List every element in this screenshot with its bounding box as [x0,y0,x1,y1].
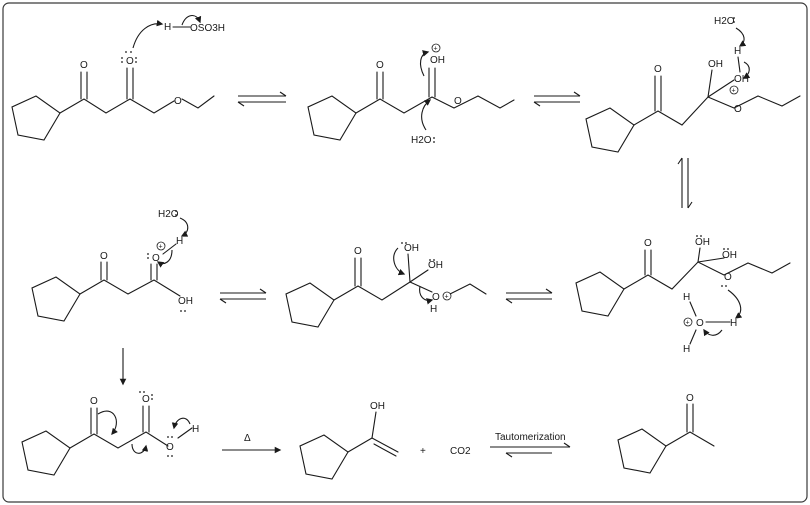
arrow-h-o-bond-breaks [181,15,202,26]
acid-oso3h: OSO3H [190,23,225,34]
arrow-oh-lone-pair-reforms-carbonyl [393,247,406,276]
hydronium-oxygen: O [696,318,704,329]
structure-4-proton-transfer [575,247,791,345]
acid-hydrogen: H [192,424,199,435]
arrow-pi-bond-to-oxygen [419,50,430,77]
structure-5-loss-of-ethanol [285,253,487,328]
ketone-oxygen: O [376,60,384,71]
hydronium-transfer-hydrogen: H [730,318,737,329]
arrow-c-c-bond-breaks [131,443,149,454]
ketone-oxygen: O [100,251,108,262]
ester-carbonyl-oxygen: O [126,56,134,67]
oxonium-oh: OH [734,74,749,85]
transferable-hydrogen: H [734,46,741,57]
arrow-water-attacks-carbon [421,99,432,131]
water-nucleophile: H2O [411,135,432,146]
hydroxyl-1: OH [404,243,419,254]
structure-7-beta-keto-acid [21,405,193,476]
svg-text:+: + [434,46,438,53]
svg-text:+: + [732,88,736,95]
arrow-o-h-bond-breaks [703,328,723,337]
ketone-oxygen: O [90,396,98,407]
acid-hydrogen: H [164,22,171,33]
hydroxyl-2: OH [722,250,737,261]
equilibrium-arrow-4 [505,288,553,304]
carbon-dioxide: CO2 [450,446,471,457]
water-base: H2O [158,209,179,220]
arrow-water-takes-proton [179,217,189,237]
structure-8-enol [299,411,399,480]
hydronium-hydrogen-top: H [683,292,690,303]
ketone-oxygen: O [686,393,694,404]
svg-text:+: + [159,244,163,251]
ester-alkoxy-oxygen: O [734,104,742,115]
hydronium-hydrogen-bottom: H [683,344,690,355]
acid-hydroxyl-oxygen: O [166,442,174,453]
arrow-oh-bond-breaks [156,249,173,268]
enol-hydroxyl: OH [370,401,385,412]
equilibrium-arrow-vertical [677,157,693,209]
equilibrium-arrow-2 [533,91,581,107]
protonated-oxygen: O [152,253,160,264]
structure-3-tetrahedral-intermediate [585,69,801,153]
arrow-oh-bond-to-oxygen [171,417,191,430]
tautomerization-label: Tautomerization [495,432,566,443]
structure-2-protonated-ester [307,67,515,141]
svg-text:+: + [686,320,690,327]
acid-hydrogen: H [176,236,183,247]
plus-sign: + [420,446,426,457]
arrow-oh-bond-breaks [742,61,751,79]
ketone-oxygen: O [80,60,88,71]
heat-symbol: Δ [244,433,251,444]
protonated-ethoxy-oxygen: O [432,292,440,303]
equilibrium-arrow-3 [219,288,267,304]
hydroxyl-1: OH [708,59,723,70]
ethoxy-hydrogen: H [430,304,437,315]
equilibrium-arrow-tautomerization [490,442,571,458]
ester-alkoxy-oxygen: O [454,96,462,107]
water-base: H2O [714,16,735,27]
acid-carbonyl-oxygen: O [142,394,150,405]
arrow-o-attacks-h [132,19,164,49]
hydroxyl-1: OH [695,237,710,248]
structure-1-keto-ester [11,67,215,141]
ketone-oxygen: O [644,238,652,249]
ketone-oxygen: O [354,246,362,257]
arrow-water-takes-proton [735,27,747,47]
structure-9-cyclopentyl-methyl-ketone [617,403,715,474]
arrow-carbonyl-oxygen-takes-proton [97,410,118,436]
ketone-oxygen: O [654,64,662,75]
arrow-c-o-bond-breaks [419,285,434,305]
ester-alkoxy-oxygen: O [174,96,182,107]
arrow-oxygen-lone-pair-to-proton [727,289,743,319]
protonated-carbonyl-oh: OH [430,55,445,66]
hydroxyl-2: OH [428,260,443,271]
equilibrium-arrow-1 [237,91,287,107]
ethoxy-oxygen: O [724,272,732,283]
svg-text:+: + [445,294,449,301]
hydroxyl: OH [178,296,193,307]
